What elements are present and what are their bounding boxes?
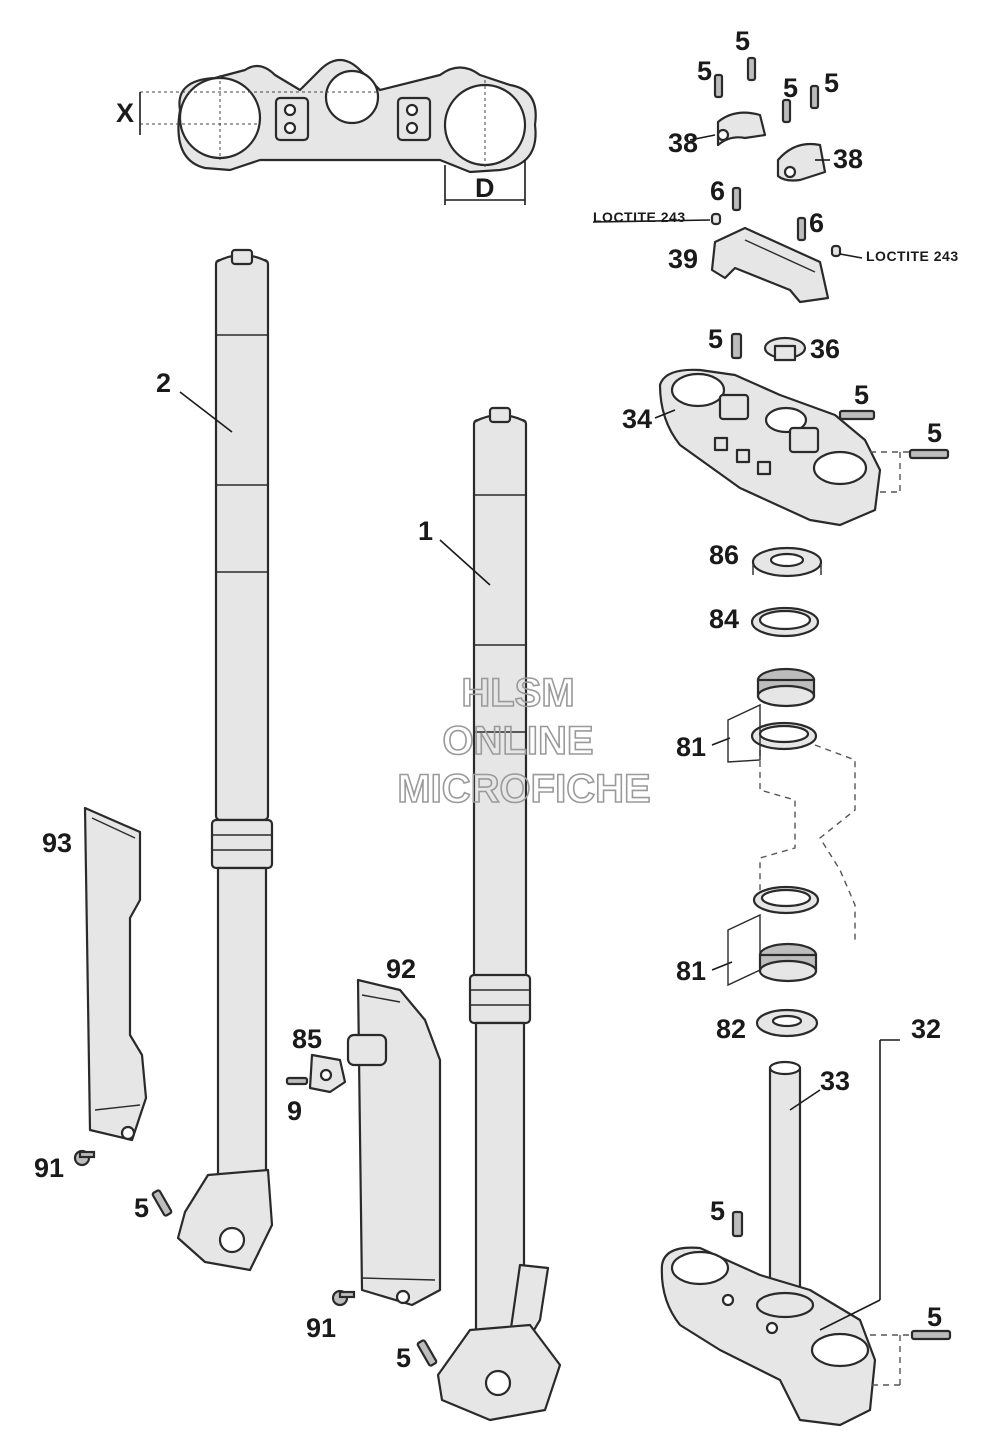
label-part-91-left: 91 — [34, 1153, 64, 1183]
label-part-32: 32 — [911, 1014, 941, 1044]
label-part-5-mid: 5 — [396, 1343, 411, 1373]
washer-86 — [751, 546, 823, 578]
bearing-81-top — [750, 667, 818, 751]
label-part-5-top-1: 5 — [697, 56, 712, 86]
seal-84 — [750, 606, 820, 638]
label-part-39: 39 — [668, 244, 698, 274]
label-part-82: 82 — [716, 1014, 746, 1044]
label-part-38-left: 38 — [668, 128, 698, 158]
label-part-84: 84 — [709, 604, 739, 634]
label-part-38-right: 38 — [833, 144, 863, 174]
watermark-line-2: ONLINE — [442, 719, 593, 763]
screws — [73, 56, 952, 1367]
watermark-line-1: HLSM — [461, 671, 574, 715]
label-part-6-right: 6 — [809, 208, 824, 238]
label-part-5-crown: 5 — [708, 324, 723, 354]
label-part-5-top-2: 5 — [735, 26, 750, 56]
label-part-2: 2 — [156, 368, 171, 398]
handlebar-clamps-38 — [716, 111, 827, 182]
label-part-1: 1 — [418, 516, 433, 546]
brake-line-clamp-85 — [285, 1053, 347, 1094]
label-part-81-bottom: 81 — [676, 956, 706, 986]
label-part-9: 9 — [287, 1096, 302, 1126]
label-part-5-top-3: 5 — [783, 73, 798, 103]
label-part-93: 93 — [42, 828, 72, 858]
seal-82 — [755, 1008, 819, 1038]
label-part-5-crown-side: 5 — [854, 380, 869, 410]
top-triple-clamp-34 — [658, 368, 910, 527]
label-part-5-crown-right: 5 — [927, 418, 942, 448]
label-part-5-lower-right: 5 — [927, 1302, 942, 1332]
label-part-34: 34 — [622, 404, 652, 434]
label-part-92: 92 — [386, 954, 416, 984]
label-part-6-left: 6 — [710, 176, 725, 206]
bar-mount-39 — [710, 226, 830, 304]
note-loctite-left: LOCTITE 243 — [593, 209, 686, 225]
label-part-91-mid: 91 — [306, 1313, 336, 1343]
triple-clamp-top-view — [139, 58, 537, 205]
watermark-line-3: MICROFICHE — [397, 767, 650, 811]
label-part-5-top-4: 5 — [824, 68, 839, 98]
fork-leg-2 — [176, 248, 274, 1272]
label-part-81-top: 81 — [676, 732, 706, 762]
label-part-33: 33 — [820, 1066, 850, 1096]
label-part-5-left: 5 — [134, 1193, 149, 1223]
steering-nut-36 — [763, 336, 807, 362]
dimension-d-label: D — [475, 173, 495, 203]
label-part-86: 86 — [709, 540, 739, 570]
note-loctite-right: LOCTITE 243 — [866, 248, 959, 264]
steering-head-outline — [759, 744, 856, 940]
watermark: HLSM ONLINE MICROFICHE — [397, 670, 652, 812]
leader-lines — [179, 134, 900, 1331]
dimension-x-label: X — [116, 98, 134, 128]
label-part-85: 85 — [292, 1024, 322, 1054]
fork-protector-92 — [346, 978, 442, 1307]
fork-leg-1 — [436, 406, 562, 1422]
fork-protector-93 — [83, 806, 148, 1142]
bearing-81-bottom — [752, 885, 820, 983]
label-part-36: 36 — [810, 334, 840, 364]
bottom-triple-clamp-32 — [660, 1060, 910, 1427]
label-part-5-lower: 5 — [710, 1196, 725, 1226]
